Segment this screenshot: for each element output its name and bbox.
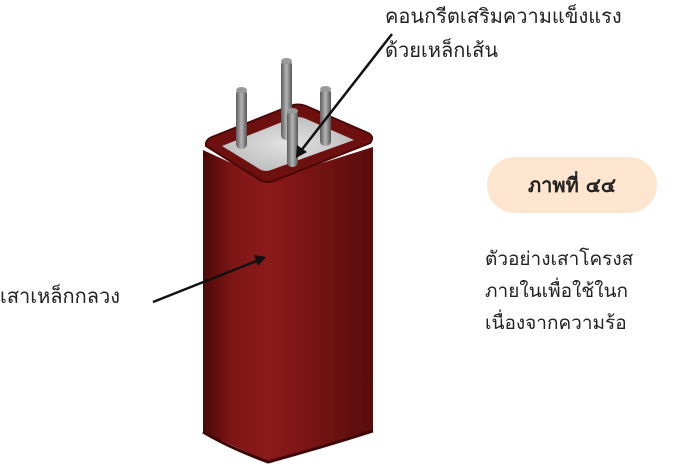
description-line-2: ภายในเพื่อใช้ในก (485, 280, 628, 302)
tube-arrow (152, 255, 266, 304)
figure-caption-title: ภาพที่ ๔๔ (527, 173, 617, 197)
rebar-left (236, 89, 247, 149)
concrete-label: คอนกรีตเสริมความแข็งแรง ด้วยเหล็กเส้น (385, 2, 622, 64)
description-line-3: เนื่องจากความร้อ (485, 312, 627, 334)
concrete-label-line1: คอนกรีตเสริมความแข็งแรง (385, 4, 622, 28)
steel-tube-label: เสาเหล็กกลวง (0, 284, 121, 308)
concrete-arrow (296, 33, 393, 158)
rebar-front (287, 110, 298, 167)
rebars (236, 58, 331, 167)
figure-caption-badge: ภาพที่ ๔๔ (487, 157, 657, 213)
description-line-1: ตัวอย่างเสาโครงส (485, 248, 634, 270)
concrete-label-line2: ด้วยเหล็กเส้น (385, 38, 499, 62)
figure-description: ตัวอย่างเสาโครงส ภายในเพื่อใช้ในก เนื่อง… (485, 243, 681, 339)
tube-side-face (268, 147, 373, 462)
rebar-right (320, 88, 331, 146)
tube-front-face (203, 150, 268, 462)
